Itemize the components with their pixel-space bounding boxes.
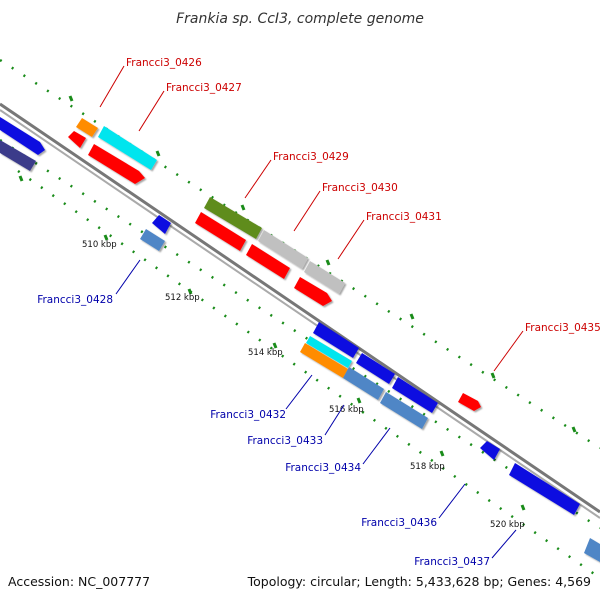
accession-text: Accession: NC_007777 (8, 574, 150, 589)
tick-label-514: 514 kbp (248, 348, 283, 358)
label-francci3-0437: Francci3_0437 (414, 556, 490, 568)
gene-0427 (98, 126, 157, 170)
gene-left-bottom (0, 140, 36, 171)
label-francci3-0433: Francci3_0433 (247, 435, 323, 447)
gene-red-e (294, 277, 332, 306)
tick-label-512: 512 kbp (165, 293, 200, 303)
tick-label-520: 520 kbp (490, 520, 525, 530)
gene-0426 (76, 118, 98, 137)
gene-0434-a (343, 367, 384, 400)
gene-red-c (195, 212, 246, 251)
guide-dots (0, 58, 600, 580)
label-francci3-0431: Francci3_0431 (366, 211, 442, 223)
gene-0429 (204, 197, 262, 239)
gene-0428 (140, 229, 165, 251)
forward-genes (0, 117, 481, 411)
gene-blue-3 (392, 377, 438, 413)
reverse-gene-labels: Francci3_0428 Francci3_0432 Francci3_043… (37, 259, 517, 568)
label-francci3-0434: Francci3_0434 (285, 462, 361, 474)
reverse-genes (0, 131, 600, 562)
tick-label-516: 516 kbp (329, 405, 364, 415)
gene-blue-2 (356, 353, 395, 384)
gene-0434-b (380, 392, 428, 429)
tick-label-518: 518 kbp (410, 462, 445, 472)
gene-0431 (304, 261, 345, 294)
gene-0437 (584, 538, 600, 562)
genome-backbone (0, 102, 600, 519)
label-francci3-0428: Francci3_0428 (37, 294, 113, 306)
gene-blue-small (152, 215, 171, 234)
gene-blue-1 (313, 322, 359, 358)
tick-labels: 510 kbp 512 kbp 514 kbp 516 kbp 518 kbp … (82, 240, 525, 530)
map-title: Frankia sp. CcI3, complete genome (176, 11, 424, 27)
label-francci3-0426: Francci3_0426 (126, 57, 202, 69)
tick-label-510: 510 kbp (82, 240, 117, 250)
gene-0435 (458, 393, 481, 411)
label-francci3-0436: Francci3_0436 (361, 517, 437, 529)
gene-0430 (258, 230, 308, 269)
gene-0436 (480, 441, 500, 460)
label-francci3-0430: Francci3_0430 (322, 182, 398, 194)
label-francci3-0435: Francci3_0435 (525, 322, 600, 334)
gene-0433 (300, 343, 348, 378)
label-francci3-0427: Francci3_0427 (166, 82, 242, 94)
gene-red-d (246, 244, 290, 279)
genome-summary-text: Topology: circular; Length: 5,433,628 bp… (247, 574, 591, 589)
label-francci3-0432: Francci3_0432 (210, 409, 286, 421)
label-francci3-0429: Francci3_0429 (273, 151, 349, 163)
gene-0432 (306, 336, 352, 368)
gene-left-top (0, 117, 45, 155)
gene-red-b (88, 144, 145, 184)
gene-0437-region (509, 463, 580, 515)
forward-gene-labels: Francci3_0426 Francci3_0427 Francci3_042… (99, 57, 600, 372)
gene-red-a (68, 131, 86, 148)
